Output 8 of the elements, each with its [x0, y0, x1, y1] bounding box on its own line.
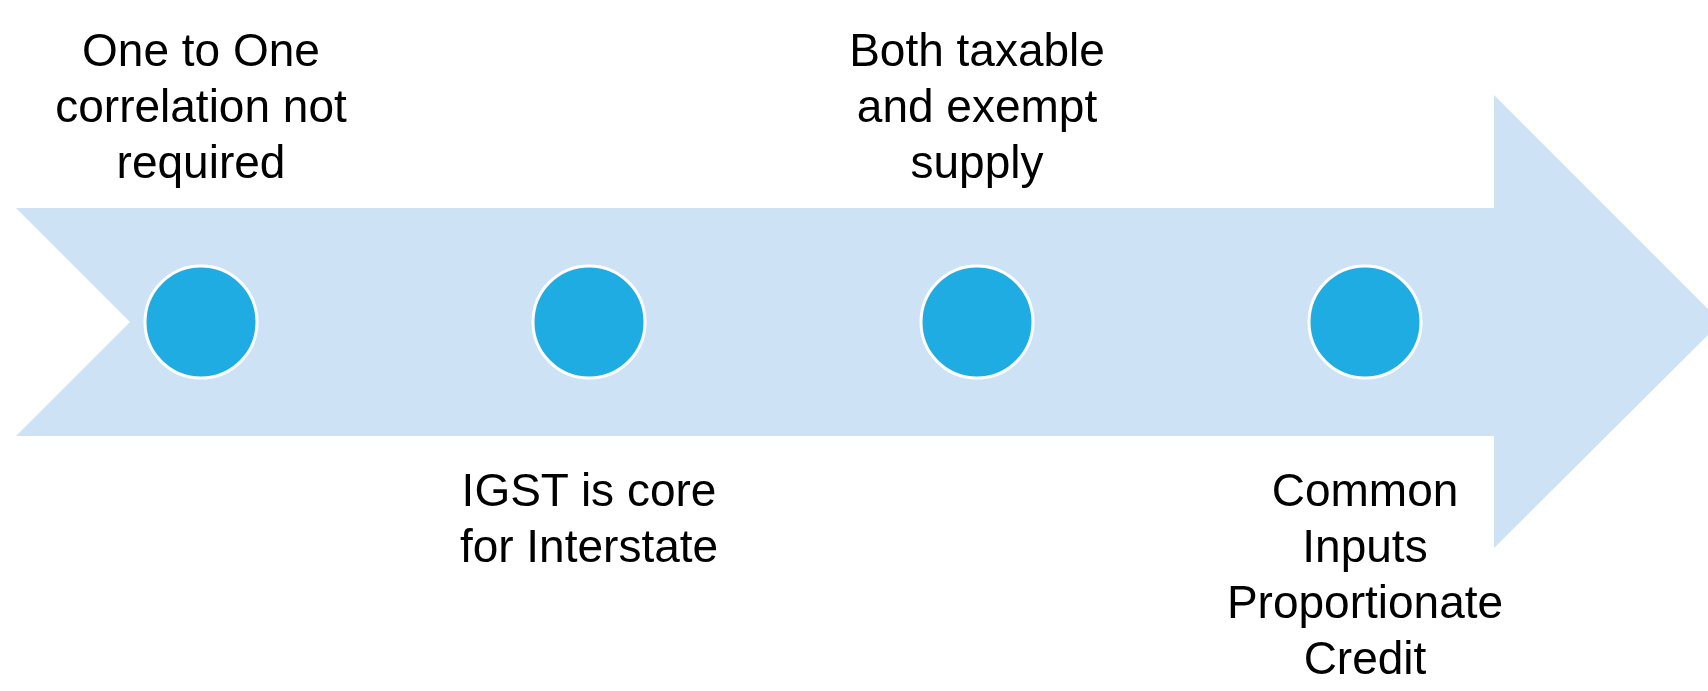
milestone-text: Both taxable and exempt supply: [848, 23, 1106, 190]
milestone-circle: [531, 264, 647, 380]
milestone-circle: [143, 264, 259, 380]
milestone-text: IGST is core for Interstate: [458, 463, 720, 574]
milestone-text: Common Inputs Proportionate Credit: [1225, 463, 1505, 686]
milestone-circle: [1307, 264, 1423, 380]
milestone-text: One to One correlation not required: [54, 23, 348, 190]
milestone-circle: [919, 264, 1035, 380]
